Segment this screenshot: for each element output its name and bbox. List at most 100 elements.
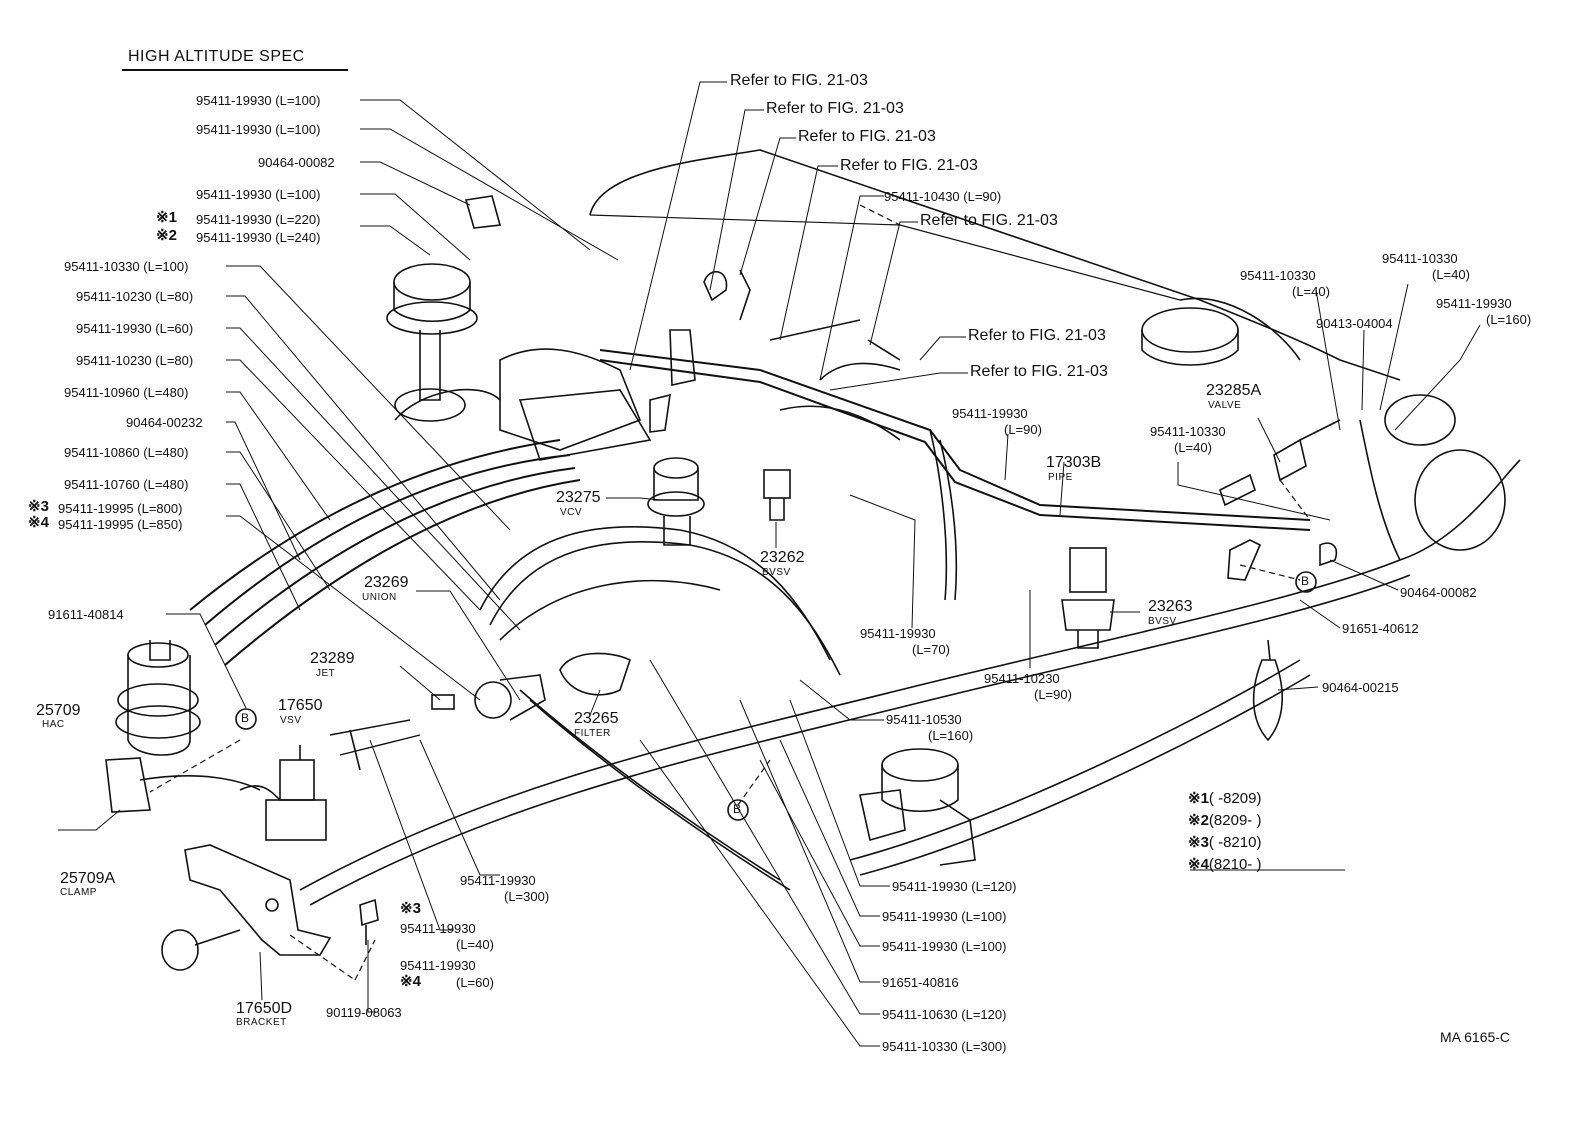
part-label: 95411-10960 (L=480) [64,385,189,400]
variant-mark: ※3 [400,900,421,917]
variant-mark: ※2 [156,227,177,244]
refer-label: Refer to FIG. 21-03 [968,327,1106,344]
part-label: 95411-19930 [1436,296,1512,311]
connection-marker: B [733,802,742,816]
part-label: 95411-10330 (L=300) [882,1039,1007,1054]
part-label: 95411-19930 (L=120) [892,879,1017,894]
part-label: (L=90) [1004,422,1042,437]
part-label: (L=300) [504,889,550,904]
part-number: 23289 [310,650,355,667]
part-label: 95411-19930 [952,406,1028,421]
refer-label: Refer to FIG. 21-03 [730,72,868,89]
part-label: 90119-08063 [326,1005,402,1020]
part-number: 25709 [36,702,81,719]
part-label: (L=40) [1174,440,1212,455]
legend-row: ※1( -8209) [1188,790,1262,807]
figure-code: MA 6165-C [1440,1029,1511,1045]
part-number: 25709A [60,870,116,887]
refer-label: Refer to FIG. 21-03 [920,212,1058,229]
part-label: 95411-19995 (L=850) [58,517,183,532]
part-label: 95411-10230 [984,671,1060,686]
part-label: 95411-19930 (L=100) [882,909,1007,924]
part-label: 95411-10230 (L=80) [76,353,194,368]
part-label: 95411-19930 (L=60) [76,321,194,336]
part-label: 95411-10630 (L=120) [882,1007,1007,1022]
part-number: 17303B [1046,454,1102,471]
legend-row: ※4(8210- ) [1188,856,1262,873]
variant-legend: ※1( -8209) ※2(8209- ) ※3( -8210) ※4(8210… [1188,788,1348,876]
variant-mark: ※3 [28,498,49,515]
part-label: 95411-19930 (L=100) [196,187,321,202]
legend-row: ※3( -8210) [1188,834,1262,851]
part-number: 23263 [1148,598,1193,615]
part-number: 17650D [236,1000,293,1017]
refer-label: Refer to FIG. 21-03 [766,100,904,117]
part-label: 91651-40612 [1342,621,1419,636]
part-label: 95411-10330 (L=100) [64,259,189,274]
part-number: 23265 [574,710,619,727]
part-label: (L=60) [456,975,494,990]
diagram-title: HIGH ALTITUDE SPEC [128,48,305,65]
part-label: 95411-19930 (L=100) [196,122,321,137]
part-label: 95411-10860 (L=480) [64,445,189,460]
part-label: 90413-04004 [1316,316,1393,331]
part-name: VALVE [1208,400,1242,411]
part-label: (L=160) [1486,312,1532,327]
variant-mark: ※4 [400,973,421,990]
part-name: VSV [280,715,302,726]
part-label: 95411-10330 [1240,268,1316,283]
part-name: CLAMP [60,887,97,898]
part-number: 23269 [364,574,409,591]
part-label: 90464-00082 [1400,585,1477,600]
part-label: 95411-10430 (L=90) [884,189,1002,204]
connection-marker: B [1301,574,1310,588]
part-label: 95411-19930 [400,921,476,936]
part-label: (L=40) [1432,267,1470,282]
part-label: (L=40) [456,937,494,952]
part-name: BRACKET [236,1017,287,1028]
part-label: 95411-10530 [886,712,962,727]
variant-mark: ※1 [156,209,177,226]
part-number: 17650 [278,697,323,714]
part-label: 90464-00232 [126,415,203,430]
part-label: 90464-00215 [1322,680,1399,695]
part-label: 95411-10760 (L=480) [64,477,189,492]
part-label: (L=40) [1292,284,1330,299]
part-name: PIPE [1048,472,1073,483]
part-name: JET [316,668,336,679]
part-number: 23262 [760,549,805,566]
part-label: 95411-19930 (L=100) [882,939,1007,954]
connection-marker: B [241,711,250,725]
part-label: (L=70) [912,642,950,657]
part-label: 95411-19930 [400,958,476,973]
part-label: 95411-19995 (L=800) [58,501,183,516]
refer-label: Refer to FIG. 21-03 [840,157,978,174]
variant-mark: ※4 [28,514,49,531]
part-number: 23285A [1206,382,1262,399]
part-label: 95411-19930 [460,873,536,888]
part-name: BVSV [1148,616,1177,627]
part-label: 95411-19930 [860,626,936,641]
part-label: 95411-19930 (L=240) [196,230,321,245]
refer-label: Refer to FIG. 21-03 [970,363,1108,380]
part-label: 90464-00082 [258,155,335,170]
part-label: 95411-10330 [1150,424,1226,439]
part-name: VCV [560,507,583,518]
part-name: BVSV [762,567,791,578]
part-label: 91611-40814 [48,607,124,622]
part-label: 95411-19930 (L=220) [196,212,321,227]
part-label: 95411-10330 [1382,251,1458,266]
refer-label: Refer to FIG. 21-03 [798,128,936,145]
legend-row: ※2(8209- ) [1188,812,1262,829]
part-label: (L=90) [1034,687,1072,702]
part-number: 23275 [556,489,601,506]
part-label: 95411-19930 (L=100) [196,93,321,108]
part-name: FILTER [574,728,611,739]
part-label: 95411-10230 (L=80) [76,289,194,304]
part-label: (L=160) [928,728,974,743]
part-name: UNION [362,592,397,603]
part-name: HAC [42,719,65,730]
part-label: 91651-40816 [882,975,959,990]
